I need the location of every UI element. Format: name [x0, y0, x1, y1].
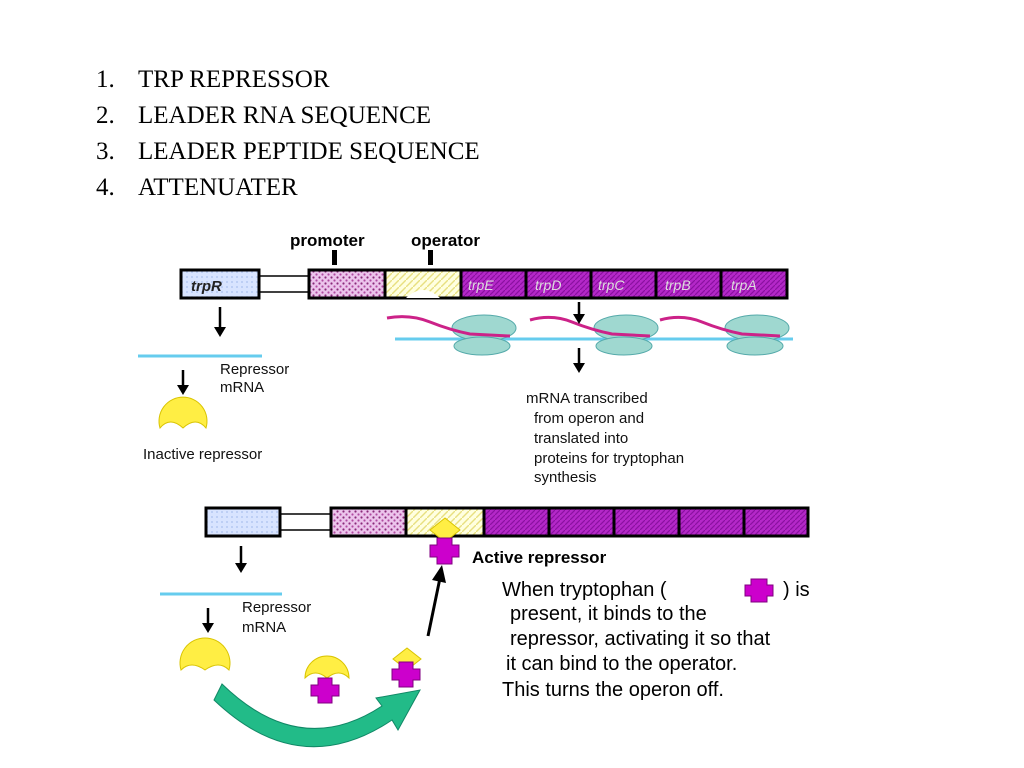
- trpR-label: trpR: [191, 278, 222, 295]
- caption-line: present, it binds to the: [510, 603, 707, 625]
- up-arrow: [426, 577, 442, 637]
- caption-line: When tryptophan (: [502, 579, 667, 601]
- trpR-gene: [204, 506, 282, 538]
- polypeptide-chain: [529, 315, 651, 338]
- tryptophan-icon: [310, 677, 340, 704]
- topic-list: 1.TRP REPRESSOR 2.LEADER RNA SEQUENCE 3.…: [96, 62, 480, 206]
- gene-label: trpE: [468, 277, 494, 293]
- caption-line: This turns the operon off.: [502, 679, 724, 701]
- gene-label: trpA: [731, 277, 757, 293]
- repressor-mrna-label: mRNA: [220, 379, 264, 396]
- tryptophan-icon: [391, 661, 421, 688]
- operon-caption: synthesis: [534, 469, 597, 486]
- promoter-region: [307, 268, 387, 300]
- promoter-tick: [332, 250, 337, 265]
- operator-tick: [428, 250, 433, 265]
- inactive-repressor-shape: [179, 637, 231, 671]
- caption-line: it can bind to the operator.: [506, 653, 737, 675]
- repressor-shape: [304, 655, 350, 680]
- down-arrowhead: [177, 385, 189, 395]
- operon-caption: mRNA transcribed: [526, 390, 648, 407]
- down-arrowhead: [214, 327, 226, 337]
- list-item: 2.LEADER RNA SEQUENCE: [96, 102, 432, 129]
- gene-block: [742, 506, 810, 538]
- gene-label: trpD: [535, 277, 561, 293]
- ribosome-small: [726, 336, 784, 356]
- gene-block: [677, 506, 746, 538]
- promoter-label: promoter: [290, 231, 365, 250]
- down-arrowhead: [573, 363, 585, 373]
- down-arrowhead: [573, 314, 585, 324]
- gene-block: [612, 506, 681, 538]
- activation-curve-arrow: [213, 683, 421, 748]
- operon-caption: from operon and: [534, 410, 644, 427]
- caption-line: ) is: [783, 579, 810, 601]
- inactive-repressor-shape: [158, 396, 208, 430]
- polypeptide-chain: [659, 315, 781, 338]
- up-arrowhead: [432, 565, 446, 583]
- list-item: 1.TRP REPRESSOR: [96, 66, 330, 93]
- polypeptide-chain: [386, 315, 511, 338]
- repressor-mrna-label: Repressor: [220, 361, 289, 378]
- ribosome-small: [595, 336, 653, 356]
- operator-notch: [406, 290, 440, 298]
- gene-label: trpC: [598, 277, 625, 293]
- down-arrowhead: [235, 563, 247, 573]
- repressor-mrna-label: Repressor: [242, 599, 311, 616]
- tryptophan-icon: [744, 578, 774, 603]
- gene-block: [547, 506, 616, 538]
- gene-trpE: [459, 268, 528, 300]
- caption-line: repressor, activating it so that: [510, 628, 771, 650]
- inactive-repressor-label: Inactive repressor: [143, 446, 262, 463]
- down-arrowhead: [202, 623, 214, 633]
- gene-trpA: [719, 268, 789, 300]
- list-item: 4.ATTENUATER: [96, 174, 298, 201]
- operon-caption: proteins for tryptophan: [534, 450, 684, 467]
- tryptophan-icon: [429, 537, 460, 565]
- operon-caption: translated into: [534, 430, 628, 447]
- promoter-region: [329, 506, 408, 538]
- operator-label: operator: [411, 231, 480, 250]
- trpR-gene: [179, 268, 261, 300]
- active-repressor-label: Active repressor: [472, 548, 607, 567]
- ribosome-small: [453, 336, 511, 356]
- list-item: 3.LEADER PEPTIDE SEQUENCE: [96, 138, 480, 165]
- gene-block: [482, 506, 551, 538]
- gene-label: trpB: [665, 277, 691, 293]
- repressor-mrna-label: mRNA: [242, 619, 286, 636]
